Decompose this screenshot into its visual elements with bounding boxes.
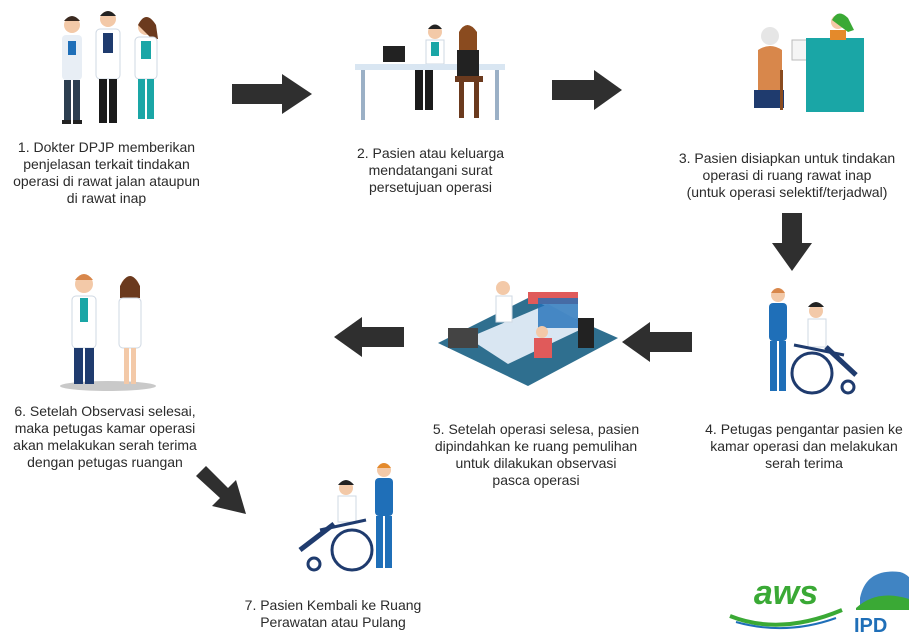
step6-caption: 6. Setelah Observasi selesai, maka petug…	[13, 403, 197, 470]
step7-caption: 7. Pasien Kembali ke Ruang Perawatan ata…	[244, 597, 422, 630]
aws-logo: aws	[726, 570, 846, 630]
step1-caption: 1. Dokter DPJP memberikan penjelasan ter…	[13, 139, 200, 206]
arrow-left-4-to-5	[622, 322, 692, 362]
step3-registration-illustration	[748, 10, 868, 115]
ipd-logo: IPD	[850, 558, 909, 634]
step4-caption: 4. Petugas pengantar pasien ke kamar ope…	[705, 421, 903, 471]
step7-return-illustration	[290, 458, 420, 578]
arrow-diagonal-6-to-7	[196, 466, 248, 516]
arrow-right-2-to-3	[552, 70, 622, 110]
step3-caption: 3. Pasien disiapkan untuk tindakan opera…	[678, 150, 896, 200]
arrow-left-5-to-6	[334, 317, 404, 357]
arrow-right-1-to-2	[232, 74, 312, 114]
step2-caption: 2. Pasien atau keluarga mendatangani sur…	[356, 145, 505, 195]
ipd-logo-text: IPD	[854, 615, 887, 634]
step5-recovery-room-illustration	[438, 268, 618, 388]
step6-doctors-illustration	[58, 268, 158, 393]
arrow-down-3-to-4	[772, 213, 812, 271]
step2-signing-illustration	[355, 18, 505, 123]
aws-logo-text: aws	[754, 574, 818, 612]
step5-caption: 5. Setelah operasi selesa, pasien dipind…	[432, 421, 640, 488]
step4-wheelchair-illustration	[744, 285, 874, 400]
step1-doctors-illustration	[50, 5, 170, 130]
